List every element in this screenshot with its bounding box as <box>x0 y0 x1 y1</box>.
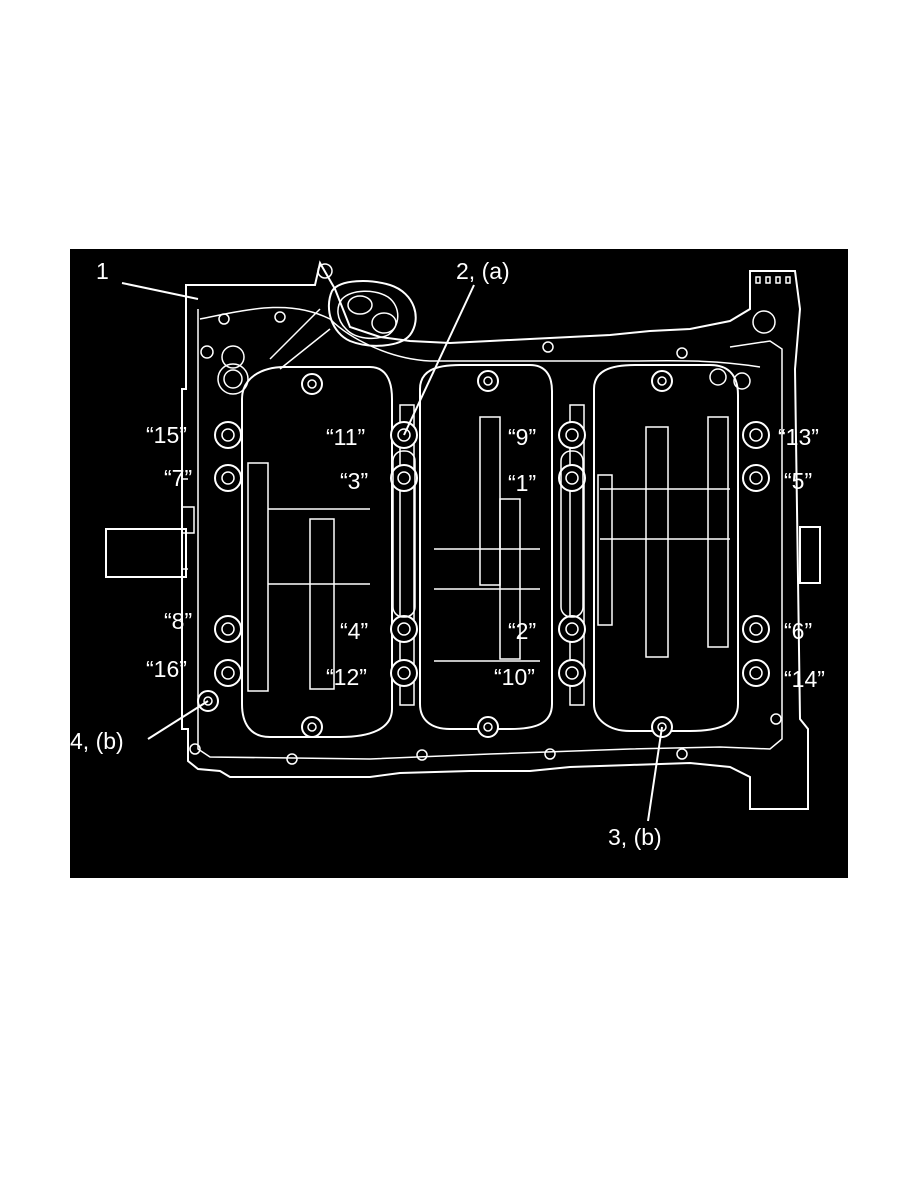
callouts: 1 2, (a) 3, (b) 4, (b) <box>70 258 662 850</box>
callout-4: 4, (b) <box>70 728 124 754</box>
callout-1: 1 <box>96 258 109 284</box>
order-16: “16” <box>146 656 187 682</box>
order-8: “8” <box>164 608 192 634</box>
order-15: “15” <box>146 422 187 448</box>
order-13: “13” <box>778 424 819 450</box>
order-4: “4” <box>340 618 368 644</box>
order-5: “5” <box>784 468 812 494</box>
order-12: “12” <box>326 664 367 690</box>
order-6: “6” <box>784 618 812 644</box>
bolt-order-labels: “15” “7” “8” “16” “11” “3” “4” “12” “9” … <box>146 422 825 692</box>
diagram-canvas: 1 2, (a) 3, (b) 4, (b) “15” “7” “8” “16”… <box>70 249 848 878</box>
order-9: “9” <box>508 424 536 450</box>
bearing-bays <box>241 364 739 738</box>
numbered-bolts <box>214 421 770 687</box>
order-7: “7” <box>164 465 192 491</box>
leader-lines <box>121 282 663 822</box>
crankcase-bolt-diagram: 1 2, (a) 3, (b) 4, (b) “15” “7” “8” “16”… <box>70 249 848 878</box>
order-11: “11” <box>326 424 365 450</box>
diagram-background <box>70 249 848 878</box>
oil-port-housing <box>269 263 417 370</box>
order-3: “3” <box>340 468 368 494</box>
callout-3: 3, (b) <box>608 824 662 850</box>
order-14: “14” <box>784 666 825 692</box>
callout-2: 2, (a) <box>456 258 510 284</box>
crankshaft-ends <box>105 506 821 584</box>
order-10: “10” <box>494 664 535 690</box>
order-2: “2” <box>508 618 536 644</box>
left-side-details <box>189 276 791 765</box>
order-1: “1” <box>508 470 536 496</box>
crankcase-outline <box>181 260 809 810</box>
